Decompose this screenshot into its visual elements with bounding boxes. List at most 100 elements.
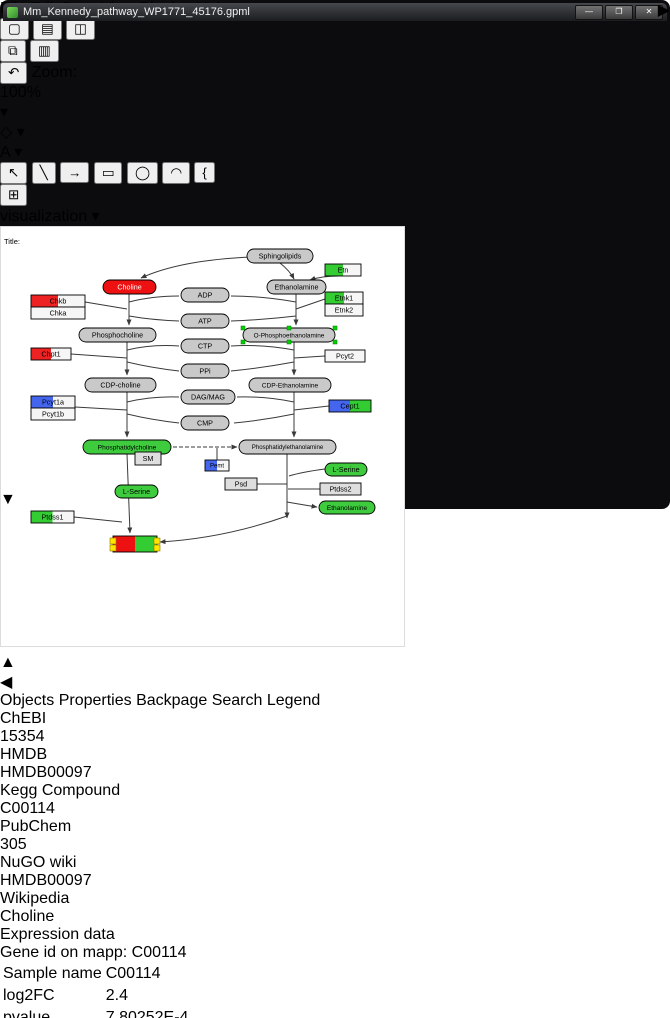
pathway-edge xyxy=(279,262,295,280)
pathway-node-phosphatidylethanolamine[interactable]: Phosphatidylethanolamine xyxy=(238,439,337,455)
pathway-node-adp[interactable]: ADP xyxy=(180,287,230,303)
chevron-down-icon[interactable]: ▾ xyxy=(0,104,9,121)
chebi-link[interactable]: 15354 xyxy=(0,728,45,745)
titlebar[interactable]: Mm_Kennedy_pathway_WP1771_45176.gpml — ❐… xyxy=(3,3,667,21)
pathway-node-pcyt1a[interactable]: Pcyt1a xyxy=(30,395,76,409)
undo-button[interactable]: ↶ xyxy=(0,62,28,84)
brace-tool-button[interactable]: { xyxy=(194,162,215,183)
arrow-tool-button[interactable]: → xyxy=(60,162,90,183)
chevron-down-icon[interactable]: ▾ xyxy=(91,208,100,225)
nugo-wiki-link[interactable]: HMDB00097 xyxy=(0,872,92,889)
pathway-node-psd[interactable]: Psd xyxy=(224,477,258,491)
chevron-down-icon[interactable]: ▾ xyxy=(16,124,25,141)
pathway-node-expression[interactable] xyxy=(109,535,161,553)
pathway-node-ethanolamine[interactable]: Ethanolamine xyxy=(266,279,327,295)
pathway-node-ctp[interactable]: CTP xyxy=(180,338,230,354)
tab-search[interactable]: Search xyxy=(211,692,263,709)
pathway-node-ethanolamine[interactable]: Ethanolamine xyxy=(318,500,376,515)
new-file-button[interactable]: ▢ xyxy=(0,18,29,40)
scroll-left-button[interactable]: ◀ xyxy=(0,674,13,691)
side-panel-tabs: Objects Properties Backpage Search Legen… xyxy=(0,692,670,710)
pathway-edge xyxy=(128,295,180,303)
pathway-node-label: CTP xyxy=(198,342,213,351)
pathway-node-phosphocholine[interactable]: Phosphocholine xyxy=(78,327,157,343)
tab-objects[interactable]: Objects xyxy=(0,692,55,709)
close-button[interactable]: ✕ xyxy=(635,4,663,20)
pathway-node-sm[interactable]: SM xyxy=(134,451,162,466)
selection-handle[interactable] xyxy=(286,325,292,331)
tab-properties[interactable]: Properties xyxy=(58,692,132,709)
pathway-node-sphingolipids[interactable]: Sphingolipids xyxy=(246,248,314,264)
grid-button[interactable]: ⊞ xyxy=(0,184,28,206)
kegg-compound-link[interactable]: C00114 xyxy=(0,800,55,817)
scroll-down-button[interactable]: ▼ xyxy=(0,491,16,508)
pathway-node-phosphatidylcholine[interactable]: Phosphatidylcholine xyxy=(82,439,172,455)
pathway-node-label: CMP xyxy=(197,419,213,428)
save-button[interactable]: ◫ xyxy=(66,18,95,40)
copy-button[interactable]: ⧉ xyxy=(0,40,26,62)
chevron-down-icon[interactable]: ▾ xyxy=(14,144,23,161)
pathway-node-label: L-Serine xyxy=(123,487,150,496)
horizontal-scrollbar[interactable]: ◀ ▶ xyxy=(0,2,670,692)
maximize-button[interactable]: ❐ xyxy=(605,4,633,20)
pathway-edge xyxy=(293,405,330,411)
selection-handle[interactable] xyxy=(240,325,246,331)
pathway-node-chkb[interactable]: Chkb xyxy=(30,294,86,308)
table-cell: 7.80252E-4 xyxy=(105,1009,189,1018)
pathway-node-pemt[interactable]: Pemt xyxy=(204,459,230,472)
open-file-button[interactable]: ▤ xyxy=(33,18,62,40)
pathway-node-chpt1[interactable]: Chpt1 xyxy=(30,347,72,361)
pathway-node-cmp[interactable]: CMP xyxy=(180,415,230,431)
visualization-combobox[interactable]: visualization ▾ xyxy=(0,206,670,226)
pathway-node-etnk2[interactable]: Etnk2 xyxy=(324,303,364,317)
pathway-node-o-phosphoethanolamine[interactable]: O-Phosphoethanolamine xyxy=(240,325,338,345)
label-tool-dropdown[interactable]: A ▾ xyxy=(0,142,34,162)
tab-backpage[interactable]: Backpage xyxy=(136,692,208,709)
pathway-node-ppi[interactable]: PPi xyxy=(180,363,230,379)
selection-handle[interactable] xyxy=(332,339,338,345)
zoom-combobox[interactable]: 100% ▾ xyxy=(0,84,52,122)
pathway-node-ptdss2[interactable]: Ptdss2 xyxy=(319,482,362,496)
pathway-node-pcyt2[interactable]: Pcyt2 xyxy=(324,349,366,363)
pathway-node-cept1[interactable]: Cept1 xyxy=(328,399,372,413)
table-row: Sample name C00114 xyxy=(2,964,189,984)
wikipedia-link[interactable]: Choline xyxy=(0,908,55,925)
table-row: pvalue 7.80252E-4 xyxy=(2,1008,189,1018)
minimize-button[interactable]: — xyxy=(575,4,603,20)
pathway-node-label: Etnk1 xyxy=(335,294,353,303)
selection-handle[interactable] xyxy=(286,339,292,345)
arc-tool-button[interactable]: ◠ xyxy=(162,162,190,184)
pathway-node-choline[interactable]: Choline xyxy=(102,279,157,295)
pathway-node-etn[interactable]: Etn xyxy=(324,263,362,277)
vertical-scrollbar[interactable]: ▲ ▼ xyxy=(0,491,670,672)
pathway-node-ptdss1[interactable]: Ptdss1 xyxy=(30,510,75,524)
pathway-node-dag-mag[interactable]: DAG/MAG xyxy=(180,389,236,405)
pathway-node-label: Phosphatidylethanolamine xyxy=(252,444,324,451)
pathway-node-chka[interactable]: Chka xyxy=(30,306,86,320)
pathway-node-l-serine[interactable]: L-Serine xyxy=(324,462,368,477)
chebi-header: ChEBI xyxy=(0,710,47,727)
datanode-tool-dropdown[interactable]: ◇ ▾ xyxy=(0,122,34,142)
pathway-node-etnk1[interactable]: Etnk1 xyxy=(324,291,364,305)
scroll-up-button[interactable]: ▲ xyxy=(0,654,16,671)
line-tool-button[interactable]: ╲ xyxy=(31,162,56,184)
pathway-node-atp[interactable]: ATP xyxy=(180,313,230,329)
selection-handle[interactable] xyxy=(332,325,338,331)
rectangle-tool-button[interactable]: ▭ xyxy=(93,162,123,184)
selection-handle[interactable] xyxy=(240,339,246,345)
pathway-node-l-serine[interactable]: L-Serine xyxy=(114,484,159,499)
pathway-node-pcyt1b[interactable]: Pcyt1b xyxy=(30,407,76,421)
tab-legend[interactable]: Legend xyxy=(266,692,321,709)
hmdb-link[interactable]: HMDB00097 xyxy=(0,764,92,781)
scroll-right-button[interactable]: ▶ xyxy=(657,2,670,19)
paste-button[interactable]: ▥ xyxy=(29,40,59,62)
pathway-node-cdp-ethanolamine[interactable]: CDP-Ethanolamine xyxy=(248,377,332,393)
pathway-node-cdp-choline[interactable]: CDP-choline xyxy=(84,377,157,393)
oval-tool-button[interactable]: ◯ xyxy=(126,162,158,184)
kegg-compound-header: Kegg Compound xyxy=(0,782,121,799)
pathway-node-label: Etnk2 xyxy=(335,306,353,315)
pathway-svg[interactable]: Title: SphingolipidsEtnCholineADPEthanol… xyxy=(0,226,415,649)
select-tool-button[interactable]: ↖ xyxy=(0,162,28,184)
